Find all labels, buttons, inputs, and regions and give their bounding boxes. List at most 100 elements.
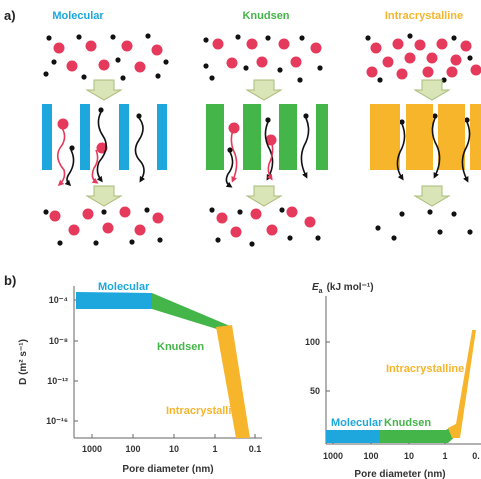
molecular-title: Molecular	[52, 10, 104, 22]
molecule-small	[399, 119, 405, 125]
crystal-wall-4	[470, 104, 481, 170]
knudsen-wall-1	[206, 104, 224, 170]
molecule-small	[464, 117, 470, 123]
right-x-tick-5: 0.	[472, 451, 480, 461]
knudsen-title: Knudsen	[242, 10, 289, 22]
molecule-small	[43, 209, 49, 215]
panel-a-label: a)	[4, 8, 16, 23]
molecule-small	[101, 209, 107, 215]
molecule-large	[256, 56, 268, 68]
right-intracrystalline-label: Intracrystalline	[386, 363, 464, 375]
molecule-large	[382, 56, 394, 68]
molecular-membrane	[42, 104, 167, 170]
left-x-tick-1: 1000	[82, 444, 102, 454]
molecule-small	[437, 229, 443, 235]
crystal-wall-2	[406, 104, 433, 170]
traj-i3	[461, 121, 471, 183]
molecule-large	[422, 66, 434, 78]
molecule-small	[265, 35, 271, 41]
molecule-small	[69, 145, 75, 151]
right-x-tick-1: 1000	[323, 451, 343, 461]
molecule-large	[426, 52, 438, 64]
molecule-small	[377, 77, 383, 83]
flow-arrow-in-intracrystalline	[413, 79, 451, 101]
molecule-small	[317, 65, 323, 71]
molecular-wall-1	[42, 104, 52, 170]
molecule-small	[209, 207, 215, 213]
molecule-small	[57, 240, 63, 246]
molecule-small	[235, 34, 241, 40]
molecule-small	[145, 33, 151, 39]
molecule-small	[249, 241, 255, 247]
molecule-small	[375, 225, 381, 231]
molecule-small	[115, 57, 121, 63]
molecule-large	[226, 57, 238, 69]
crystal-wall-1	[370, 104, 400, 170]
left-x-tick-3: 10	[169, 444, 179, 454]
molecule-small	[287, 235, 293, 241]
left-y-tick-2: 10⁻⁸	[49, 336, 68, 346]
molecular-band	[76, 292, 152, 309]
flow-arrows	[85, 79, 451, 207]
left-y-tick-3: 10⁻¹²	[47, 376, 68, 386]
molecule-large	[246, 38, 258, 50]
molecule-small	[76, 34, 82, 40]
molecule-small	[155, 73, 161, 79]
traj-m5	[64, 149, 75, 187]
molecule-large	[414, 39, 426, 51]
molecule-small	[467, 229, 473, 235]
molecule-large	[228, 122, 240, 134]
molecule-small	[129, 239, 135, 245]
molecule-small	[265, 117, 271, 123]
molecule-small	[110, 34, 116, 40]
molecule-large	[152, 212, 164, 224]
molecule-small	[209, 75, 215, 81]
left-x-tick-2: 100	[125, 444, 140, 454]
traj-i1	[396, 123, 406, 181]
molecule-small	[451, 35, 457, 41]
molecule-large	[290, 56, 302, 68]
molecule-large	[436, 38, 448, 50]
right-x-tick-2: 100	[363, 451, 378, 461]
right-knudsen-band	[380, 424, 458, 443]
molecule-small	[93, 240, 99, 246]
molecule-large	[53, 42, 65, 54]
traj-m1	[56, 127, 66, 187]
molecule-small	[215, 237, 221, 243]
diffusivity-plot: D (m² s⁻¹) Pore diameter (nm) 10⁻⁴ 10⁻⁸ …	[18, 281, 262, 475]
molecule-small	[315, 235, 321, 241]
molecule-large	[57, 118, 69, 130]
molecule-large	[266, 224, 278, 236]
molecule-small	[451, 211, 457, 217]
molecule-small	[163, 59, 169, 65]
molecular-wall-2	[80, 104, 90, 170]
knudsen-membrane	[206, 104, 328, 170]
molecule-small	[427, 209, 433, 215]
left-x-tick-5: 0.1	[249, 444, 262, 454]
molecule-large	[450, 54, 462, 66]
left-y-label: D (m² s⁻¹)	[18, 339, 29, 385]
flow-arrow-in-molecular	[85, 79, 123, 101]
left-x-label: Pore diameter (nm)	[122, 464, 213, 475]
molecule-small	[467, 55, 473, 61]
intracrystalline-membrane	[370, 104, 481, 170]
molecule-large	[392, 38, 404, 50]
left-knudsen-label: Knudsen	[157, 341, 204, 353]
molecule-small	[203, 63, 209, 69]
flow-arrow-out-intracrystalline	[413, 185, 451, 207]
traj-m2	[96, 111, 107, 183]
molecule-small	[391, 235, 397, 241]
right-x-tick-3: 10	[404, 451, 414, 461]
molecule-small	[237, 209, 243, 215]
molecule-large	[310, 42, 322, 54]
molecular-trajectories	[56, 111, 146, 187]
left-molecular-label: Molecular	[98, 281, 150, 293]
molecular-wall-4	[157, 104, 167, 170]
traj-k4	[300, 117, 310, 179]
molecule-large	[134, 61, 146, 73]
molecule-small	[365, 35, 371, 41]
right-molecular-band	[326, 430, 380, 443]
molecule-small	[432, 113, 438, 119]
intracrystalline-title: Intracrystalline	[385, 10, 463, 22]
traj-k2	[225, 151, 234, 188]
